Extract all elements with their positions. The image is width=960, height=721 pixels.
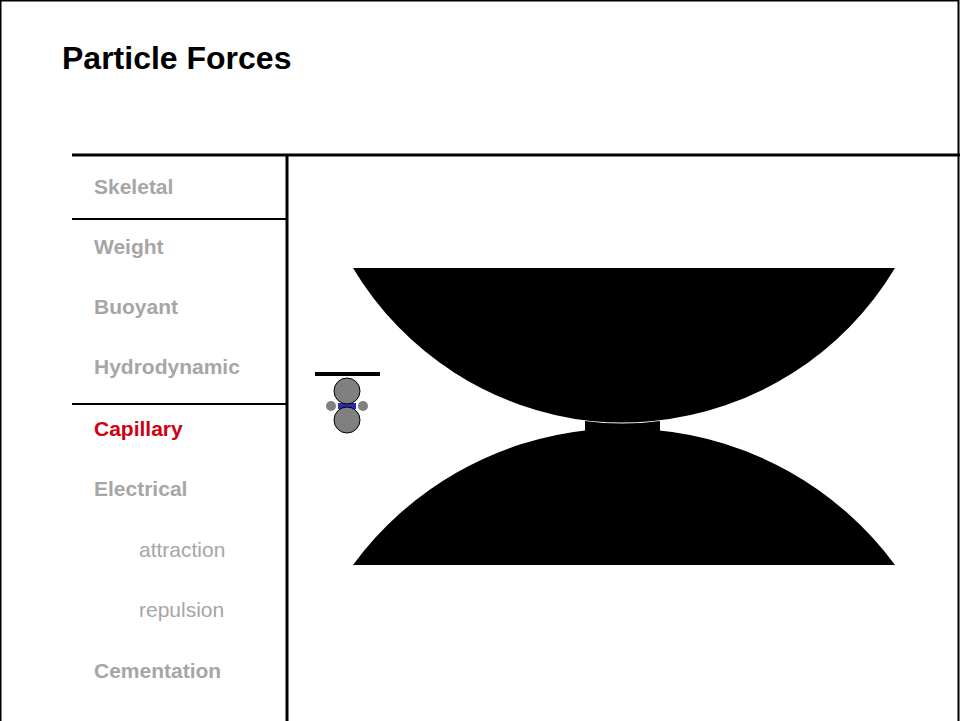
icon-bridge — [341, 404, 353, 408]
menu-rule — [72, 218, 287, 220]
menu-item: Electrical — [94, 478, 187, 499]
menu-item: Capillary — [94, 418, 183, 439]
slide-title: Particle Forces — [62, 42, 291, 74]
menu-item: Cementation — [94, 660, 221, 681]
liquid-bridge — [585, 421, 660, 431]
menu-divider — [286, 155, 289, 721]
icon-particle — [334, 407, 360, 433]
icon-dot — [326, 401, 336, 411]
menu-item: attraction — [139, 539, 225, 560]
icon-plate — [315, 372, 380, 376]
menu-item: Weight — [94, 236, 164, 257]
header-rule — [72, 154, 960, 157]
upper-sphere — [353, 268, 895, 423]
menu-item: Skeletal — [94, 176, 173, 197]
menu-item: Buoyant — [94, 296, 178, 317]
menu-rule — [72, 403, 287, 405]
icon-dot — [358, 401, 368, 411]
lower-sphere — [353, 428, 895, 565]
menu-item: Hydrodynamic — [94, 356, 240, 377]
icon-particle — [334, 378, 360, 404]
menu-item: repulsion — [139, 599, 224, 620]
